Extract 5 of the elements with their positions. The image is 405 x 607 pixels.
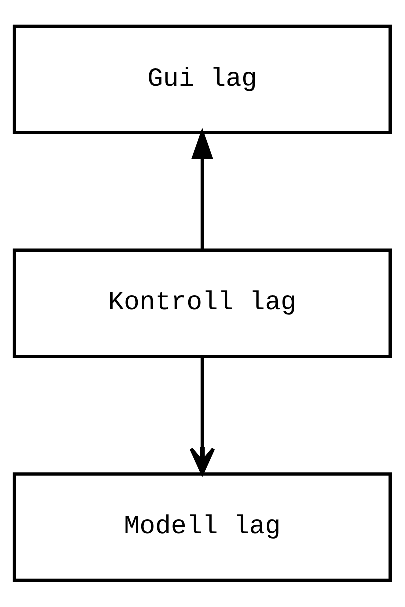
- arrow: [192, 128, 214, 250]
- arrow: [190, 356, 216, 476]
- node-box: Kontroll lag: [12, 248, 392, 358]
- node-box: Gui lag: [12, 24, 392, 134]
- node-box: Modell lag: [12, 472, 392, 582]
